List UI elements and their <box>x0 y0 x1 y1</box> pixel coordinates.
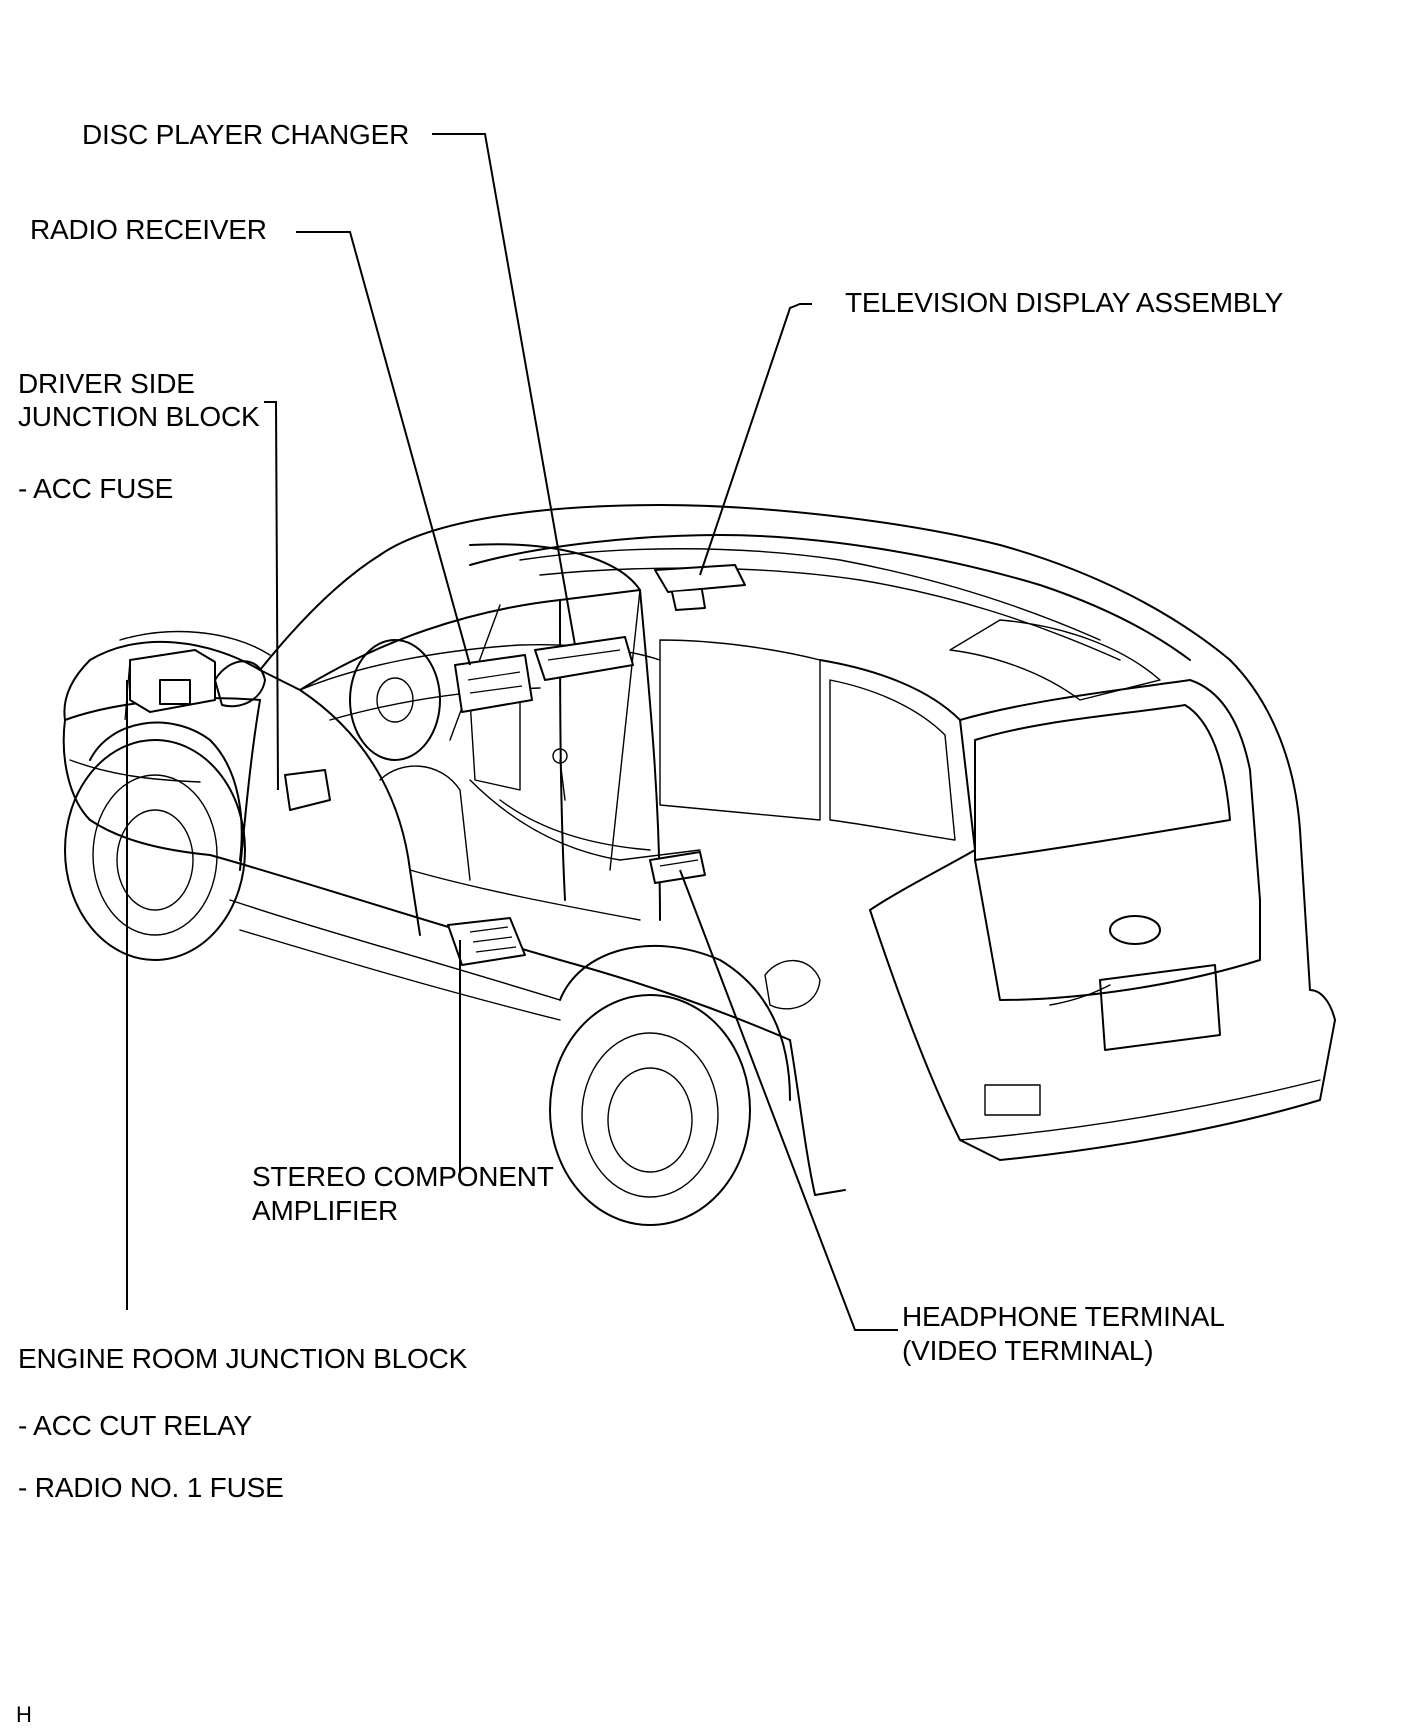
radio-receiver-part <box>454 654 533 713</box>
label-television-display-assembly: TELEVISION DISPLAY ASSEMBLY <box>845 287 1284 318</box>
label-stereo-component-amplifier-line1: STEREO COMPONENT <box>252 1161 554 1192</box>
label-driver-side-junction-block-line1: DRIVER SIDE <box>18 368 195 399</box>
stereo-amplifier-part <box>447 917 526 966</box>
corner-mark: H <box>16 1702 32 1727</box>
label-radio-no1-fuse: - RADIO NO. 1 FUSE <box>18 1472 284 1503</box>
label-acc-cut-relay: - ACC CUT RELAY <box>18 1410 253 1441</box>
label-driver-side-junction-block-line2: JUNCTION BLOCK <box>18 401 260 432</box>
television-display-part <box>654 564 746 593</box>
label-headphone-terminal-line1: HEADPHONE TERMINAL <box>902 1301 1225 1332</box>
headphone-terminal-part <box>649 851 706 884</box>
label-headphone-terminal-line2: (VIDEO TERMINAL) <box>902 1335 1154 1366</box>
label-stereo-component-amplifier-line2: AMPLIFIER <box>252 1195 399 1226</box>
label-radio-receiver: RADIO RECEIVER <box>30 214 267 245</box>
label-engine-room-junction-block: ENGINE ROOM JUNCTION BLOCK <box>18 1343 468 1374</box>
label-acc-fuse: - ACC FUSE <box>18 473 174 504</box>
disc-player-changer-part <box>534 636 634 681</box>
label-disc-player-changer: DISC PLAYER CHANGER <box>82 119 410 150</box>
leader-lines <box>126 133 898 1331</box>
driver-side-junction-block-part <box>284 769 331 811</box>
